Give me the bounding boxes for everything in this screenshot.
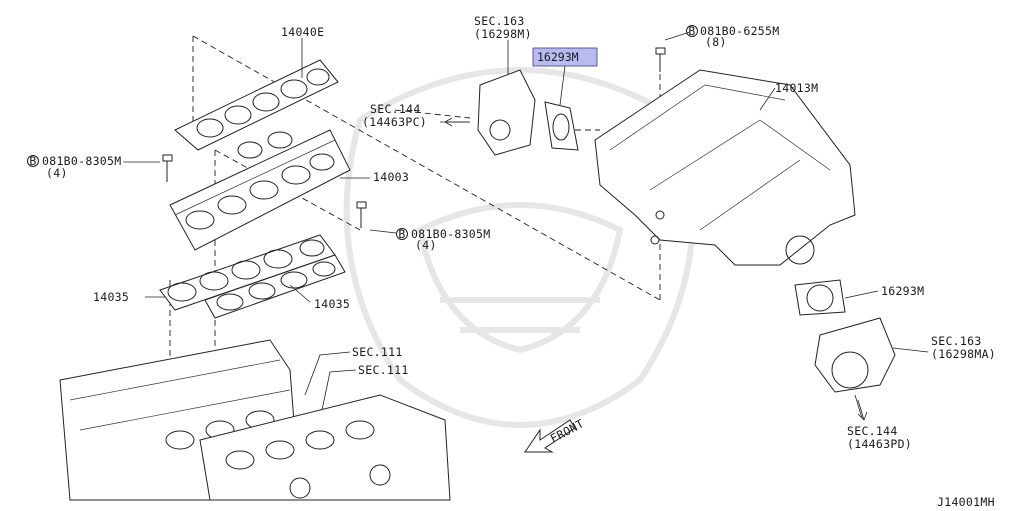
label-14035-right[interactable]: 14035 [314,297,350,311]
bolt-top-icon [655,47,666,72]
throttle-chamber-top [477,69,579,156]
part-labels: 14040E SEC.163 (16298M) 16293M 081B0-625… [42,14,996,509]
intake-manifold-14003 [169,129,351,251]
label-bolt-left-line1[interactable]: 081B0-8305M [42,154,121,168]
bolt-symbol-mid: B [398,227,405,241]
label-sec163-right-line1[interactable]: SEC.163 [931,334,982,348]
intake-collector-14013M [594,69,856,266]
label-sec111-a[interactable]: SEC.111 [352,345,403,359]
highlight-box [532,47,598,67]
diagram-id: J14001MH [937,495,995,509]
label-16293M-highlighted[interactable]: 16293M [537,50,579,64]
bolt-mid-icon [356,201,367,228]
front-arrow-icon [524,419,576,453]
label-14003[interactable]: 14003 [373,170,409,184]
leader-lines [123,31,929,419]
label-14035-left[interactable]: 14035 [93,290,129,304]
bolt-symbol-markers: B B B [27,24,698,241]
bolt-icons [162,47,666,228]
lower-gaskets-14035 [159,234,346,319]
direction-arrows [444,117,868,453]
label-bolt-left-line2: (4) [46,166,68,180]
label-sec163-right-line2[interactable]: (16298MA) [931,347,996,361]
label-16293M-right[interactable]: 16293M [881,284,924,298]
bolt-symbol-top: B [688,24,695,38]
upper-gasket-14040E [174,59,339,151]
bolt-symbol-left: B [29,154,36,168]
throttle-gasket-right [794,279,846,316]
label-sec163-top-line1[interactable]: SEC.163 [474,14,525,28]
label-bolt-mid-line2: (4) [415,238,437,252]
throttle-chamber-right [814,317,896,393]
label-sec144-right-line2[interactable]: (14463PD) [847,437,912,451]
label-bolt-top-line1[interactable]: 081B0-6255M [700,24,779,38]
engine-cylinder-heads [59,339,451,501]
label-bolt-mid-line1[interactable]: 081B0-8305M [411,227,490,241]
watermark-emblem [343,67,697,428]
label-sec144-left-line1[interactable]: SEC.144 [370,102,421,116]
bolt-left-icon [162,154,173,182]
label-sec144-left-line2[interactable]: (14463PC) [362,115,427,129]
label-sec163-top-line2[interactable]: (16298M) [474,27,532,41]
label-bolt-top-line2: (8) [705,35,727,49]
label-sec144-right-line1[interactable]: SEC.144 [847,424,898,438]
label-14013M[interactable]: 14013M [775,81,818,95]
label-sec111-b[interactable]: SEC.111 [358,363,409,377]
label-14040E[interactable]: 14040E [281,25,324,39]
